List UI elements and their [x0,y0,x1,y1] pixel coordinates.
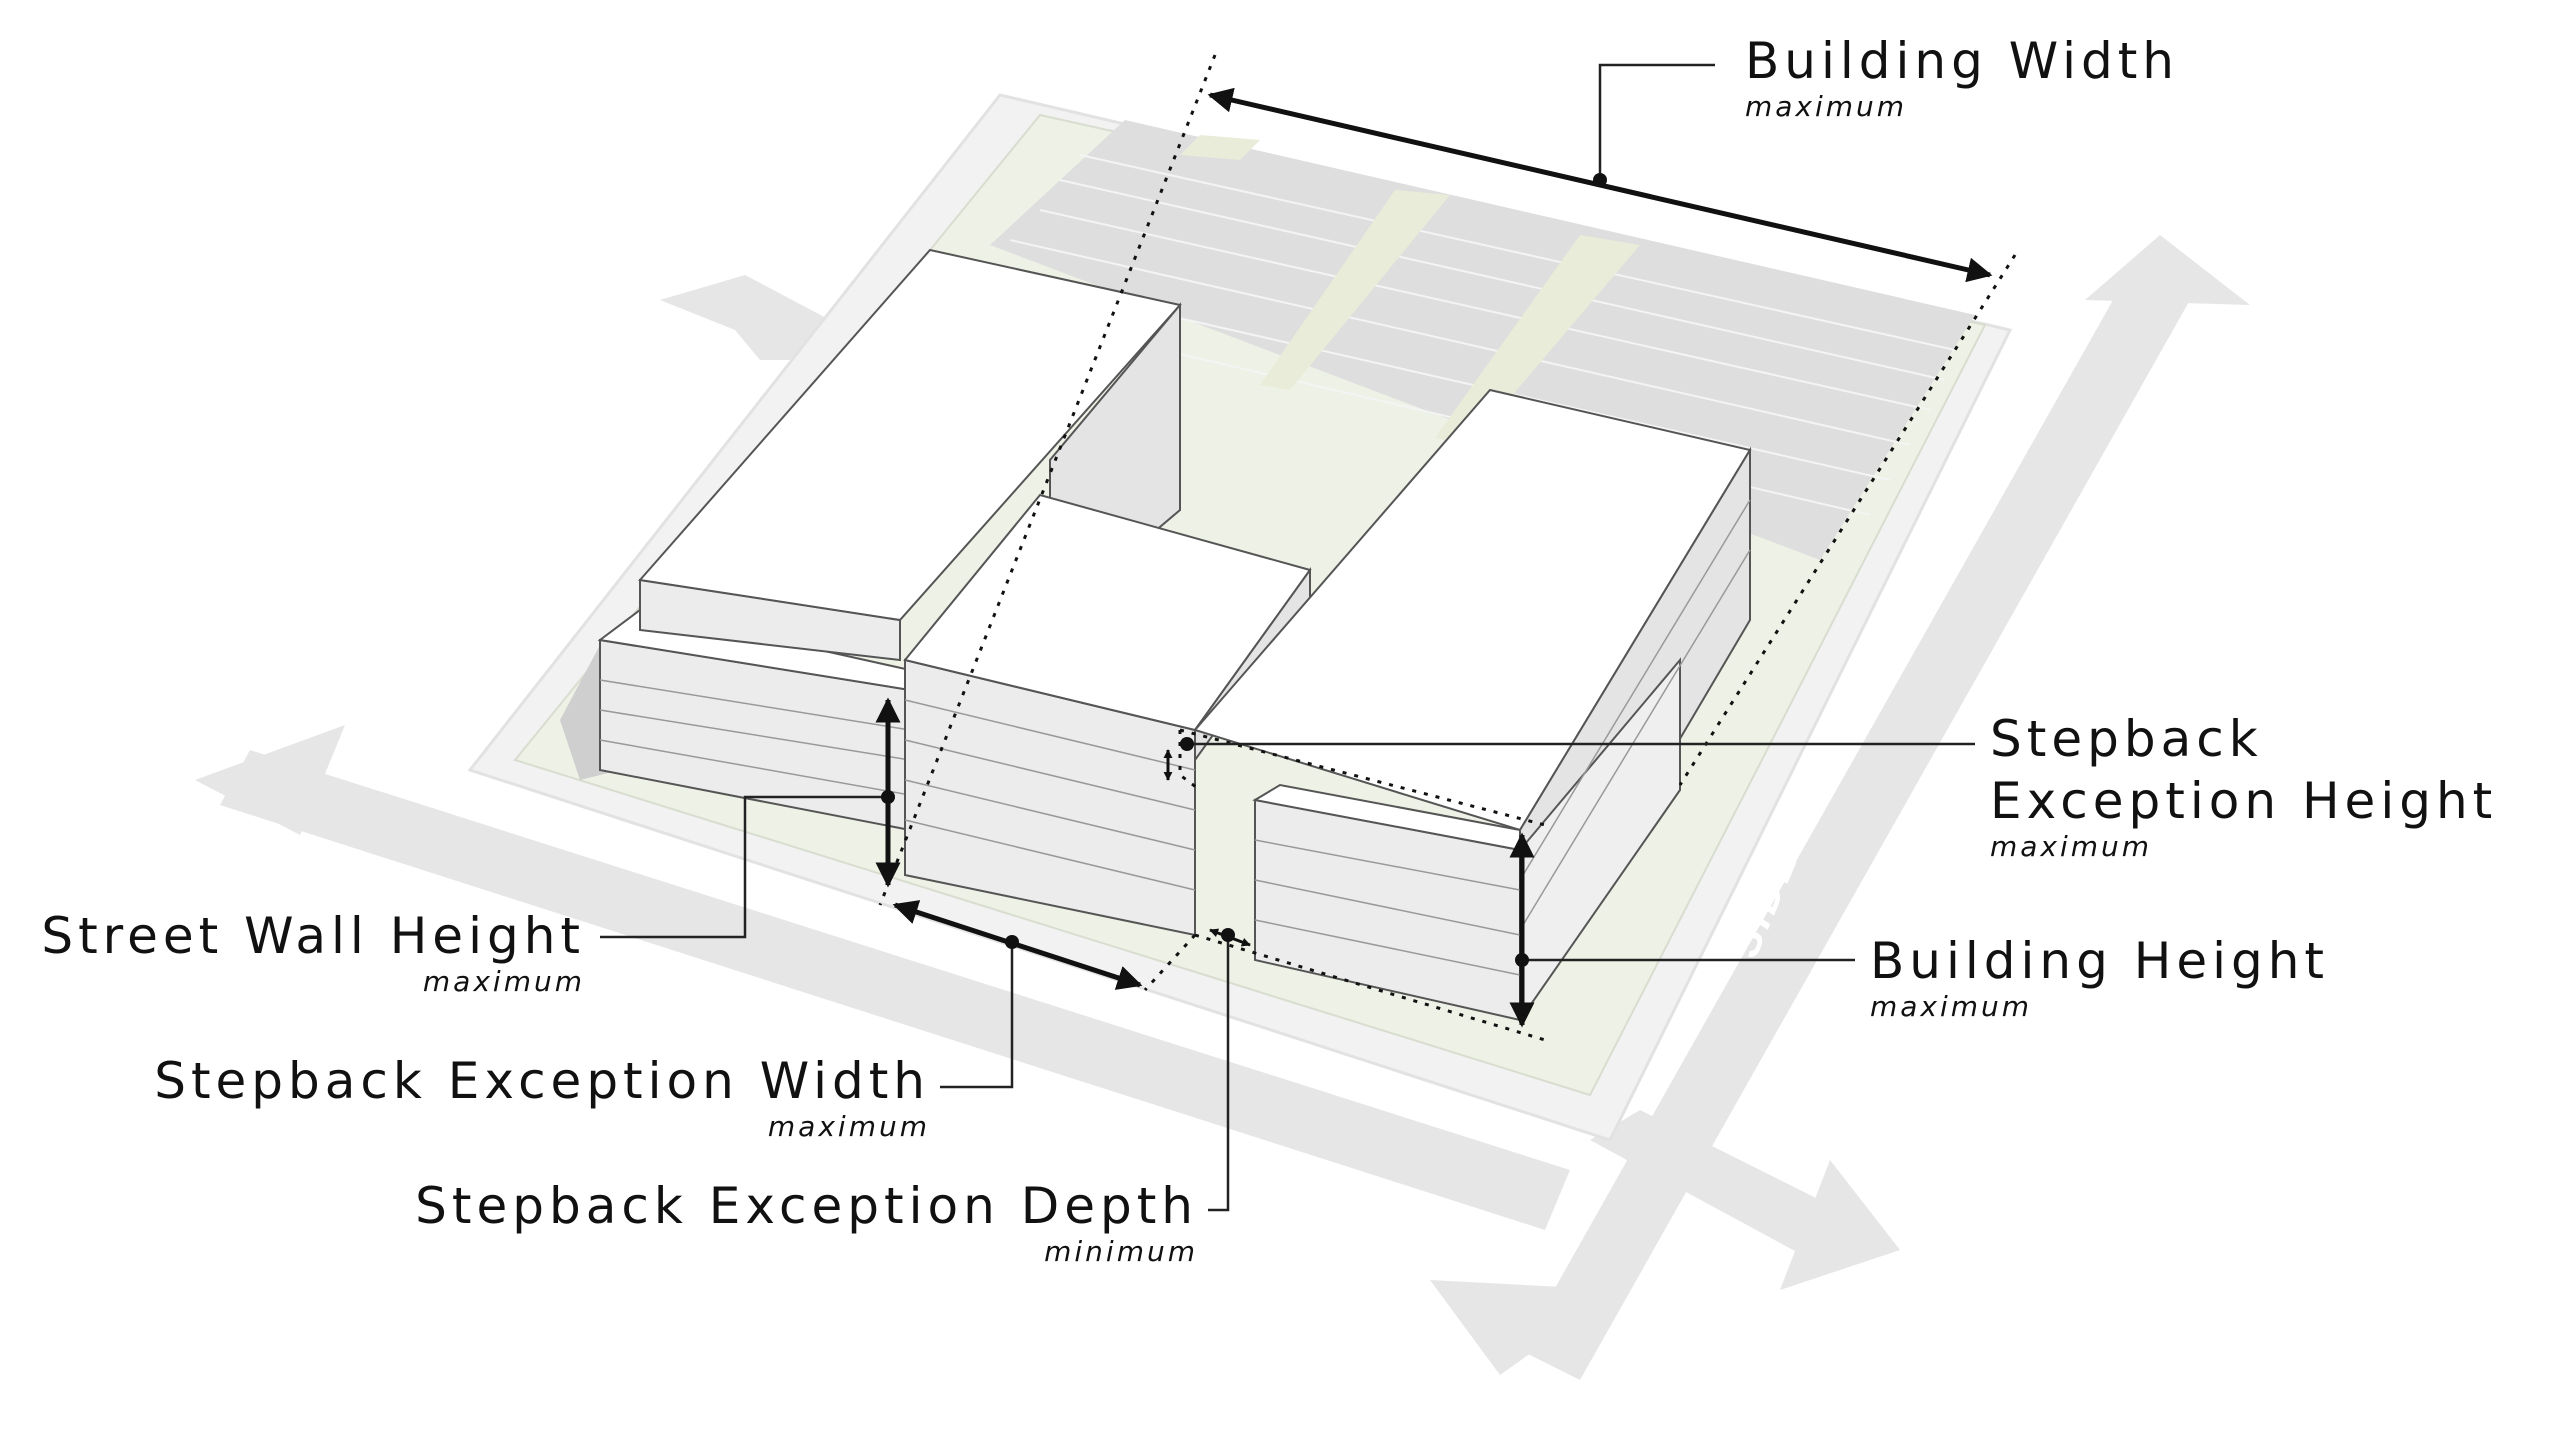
stripe [1039,209,1931,411]
building-height-label: Building Height maximum [1870,930,2329,1022]
street-wall-height-leader [600,795,888,939]
street-wall-height-dot [881,790,895,804]
right-building [1193,388,1752,1024]
center-building-floor-lines [904,699,1196,891]
floor-line [1519,549,1751,931]
building-height-dot [1515,953,1529,967]
stepback-width-leader [940,942,1014,1089]
building-width-leader [1598,63,1715,185]
stepback-depth-title: Stepback Exception Depth [415,1177,1198,1235]
building-height-title: Building Height [1870,932,2330,990]
stepback-height-ref-top [1179,728,1546,827]
building-height-ref-bottom [1194,933,1546,1042]
stepback-depth-qualifier: minimum [1044,1235,1198,1268]
cross-street-band [1590,1110,1860,1270]
floor-line [904,819,1196,891]
stepback-width-dot [1005,935,1019,949]
primary-street-band [220,750,1570,1230]
floor-line [1254,839,1521,891]
floor-line [599,709,911,761]
stepback-depth-dot [1221,928,1235,942]
floor-line [904,739,1196,811]
floor-line [1254,919,1521,976]
stepback-height-label: Stepback Exception Height maximum [1990,708,2497,862]
stripe [1009,239,1911,446]
island [1435,235,1640,445]
floor-line [1254,879,1521,936]
street-wall-height-title: Street Wall Height [41,907,585,965]
right-building-floor-lines [1254,499,1751,976]
building-width-label: Building Width maximum [1745,30,2179,122]
stepback-depth-leader [1208,935,1230,1212]
building-width-qualifier: maximum [1745,90,1908,123]
leader-lines [600,63,1975,1212]
street-wall-height-qualifier: maximum [422,965,585,998]
floor-line [599,739,911,796]
building-width-dot [1593,173,1607,187]
floor-line [904,779,1196,851]
side-street-arrowhead-top [2085,235,2250,305]
right-building-podium-top [1252,783,1521,852]
primary-street-arrowhead [195,725,345,835]
floor-line [599,679,911,731]
stepback-depth-label: Stepback Exception Depth minimum [415,1175,1198,1267]
stepback-width-ref-right [1143,933,1197,992]
leader-dots [881,173,1607,967]
floor-line [1519,499,1751,881]
stepback-notch-ref [1178,730,1201,792]
side-street-band [1520,270,2190,1380]
stepback-height-qualifier: maximum [1990,830,2153,863]
reference-lines [878,54,2017,1042]
cross-street-arrowhead [1780,1160,1900,1290]
left-building-floor-lines [599,679,911,796]
floor-line [904,699,1196,771]
stepback-width-label: Stepback Exception Width maximum [154,1050,930,1142]
building-width-title: Building Width [1745,32,2179,90]
stepback-width-title: Stepback Exception Width [154,1052,930,1110]
building-width-ref-left [878,54,1217,906]
side-street-arrowhead-bottom [1430,1280,1620,1375]
street-wall-height-label: Street Wall Height maximum [41,905,585,997]
stepback-height-dot [1180,737,1194,751]
building-height-qualifier: maximum [1870,990,2033,1023]
building-width-ref-right [1678,254,2017,786]
stepback-height-title-line1: Stepback [1990,710,2263,768]
stepback-height-title-line2: Exception Height [1990,772,2498,830]
stepback-width-qualifier: maximum [767,1110,930,1143]
